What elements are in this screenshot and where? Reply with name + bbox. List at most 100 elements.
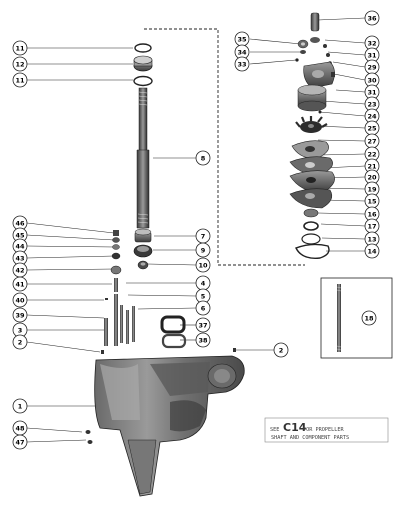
callout-48: 48	[12, 420, 28, 436]
callout-37: 37	[195, 317, 211, 333]
callout-10: 10	[195, 257, 211, 273]
svg-text:21: 21	[367, 163, 377, 171]
svg-text:36: 36	[367, 15, 377, 23]
callout-19: 19	[364, 181, 380, 197]
inset-box	[320, 277, 393, 359]
pump-base	[289, 170, 335, 193]
svg-text:33: 33	[237, 61, 246, 69]
pinion-nut	[137, 260, 149, 270]
leader-lines-left	[26, 47, 133, 443]
leader-lines-right	[249, 17, 366, 319]
svg-text:31: 31	[367, 89, 377, 97]
callout-11a: 11	[12, 40, 28, 56]
svg-text:14: 14	[367, 248, 377, 256]
drive-shaft-assembly	[133, 43, 153, 270]
svg-text:4: 4	[201, 280, 206, 288]
reference-box: SEE C14 FOR PROPELLER SHAFT AND COMPONEN…	[264, 417, 389, 443]
svg-text:3: 3	[18, 327, 23, 335]
shift-shaft-parts	[101, 230, 236, 354]
pump-plate-gasket-upper	[291, 140, 329, 159]
water-tube	[310, 12, 320, 32]
callout-40: 40	[12, 292, 28, 308]
svg-text:31: 31	[367, 52, 377, 60]
callout-15: 15	[364, 193, 380, 209]
callout-29: 29	[364, 59, 380, 75]
svg-text:42: 42	[15, 267, 24, 275]
svg-text:2: 2	[279, 347, 284, 355]
base-gasket	[295, 243, 330, 259]
svg-text:24: 24	[367, 113, 377, 121]
callout-47: 47	[12, 434, 28, 450]
callout-41: 41	[12, 276, 28, 292]
seal-small	[303, 208, 319, 218]
reference-code: C14	[283, 421, 307, 434]
svg-text:27: 27	[367, 138, 376, 146]
svg-text:6: 6	[201, 305, 206, 313]
svg-text:30: 30	[367, 77, 377, 85]
seal-ring	[303, 221, 319, 231]
svg-text:23: 23	[367, 101, 376, 109]
callout-25: 25	[364, 120, 380, 136]
callout-27: 27	[364, 133, 380, 149]
callout-8: 8	[195, 150, 211, 166]
svg-text:43: 43	[15, 255, 24, 263]
gasket-ring	[301, 233, 321, 245]
callout-7: 7	[195, 228, 211, 244]
callout-14: 14	[364, 243, 380, 259]
svg-text:17: 17	[367, 223, 376, 231]
callout-13: 13	[364, 231, 380, 247]
callout-39: 39	[12, 307, 28, 323]
svg-text:11: 11	[15, 77, 25, 85]
reference-prefix: SEE	[270, 427, 279, 433]
svg-text:40: 40	[15, 297, 25, 305]
svg-text:48: 48	[15, 425, 25, 433]
pump-key	[318, 110, 322, 114]
bearing-upper	[134, 228, 152, 243]
callout-42: 42	[12, 262, 28, 278]
svg-text:46: 46	[15, 220, 25, 228]
callout-12: 12	[12, 56, 28, 72]
svg-text:19: 19	[367, 186, 377, 194]
pinion-gear	[133, 244, 153, 258]
svg-text:11: 11	[15, 45, 25, 53]
reference-line1: FOR PROPELLER	[303, 427, 344, 433]
pump-insert	[297, 84, 327, 112]
pump-base-lower	[289, 188, 333, 209]
svg-text:5: 5	[201, 293, 206, 301]
callout-9: 9	[195, 242, 211, 258]
svg-text:20: 20	[367, 174, 377, 182]
svg-text:12: 12	[15, 61, 24, 69]
o-ring-lower	[133, 75, 153, 87]
svg-text:9: 9	[201, 247, 206, 255]
callout-1: 1	[12, 398, 28, 414]
svg-text:41: 41	[15, 281, 25, 289]
svg-text:10: 10	[198, 262, 208, 270]
seal-parts	[160, 315, 187, 349]
svg-text:8: 8	[201, 155, 206, 163]
svg-text:2: 2	[18, 339, 23, 347]
callout-6: 6	[195, 300, 211, 316]
leader-lines-center	[126, 157, 274, 351]
drive-shaft	[136, 87, 150, 229]
svg-text:47: 47	[15, 439, 24, 447]
svg-text:7: 7	[201, 233, 206, 241]
svg-text:38: 38	[198, 337, 208, 345]
svg-text:25: 25	[367, 125, 377, 133]
callout-35: 35	[234, 31, 250, 47]
svg-text:29: 29	[367, 64, 377, 72]
callout-labels: 11 12 11 46 45 44 43 42 41 40 39 3 2 1 4…	[12, 10, 380, 450]
svg-text:45: 45	[15, 232, 25, 240]
svg-text:16: 16	[367, 211, 377, 219]
gear-housing	[85, 355, 245, 497]
svg-text:13: 13	[367, 236, 376, 244]
callout-38: 38	[195, 332, 211, 348]
callout-4: 4	[195, 275, 211, 291]
o-ring-top	[134, 43, 152, 53]
svg-text:15: 15	[367, 198, 377, 206]
svg-text:1: 1	[18, 403, 23, 411]
water-pump-assembly	[289, 12, 335, 259]
svg-text:44: 44	[15, 243, 25, 251]
reference-line2: SHAFT AND COMPONENT PARTS	[271, 435, 349, 441]
